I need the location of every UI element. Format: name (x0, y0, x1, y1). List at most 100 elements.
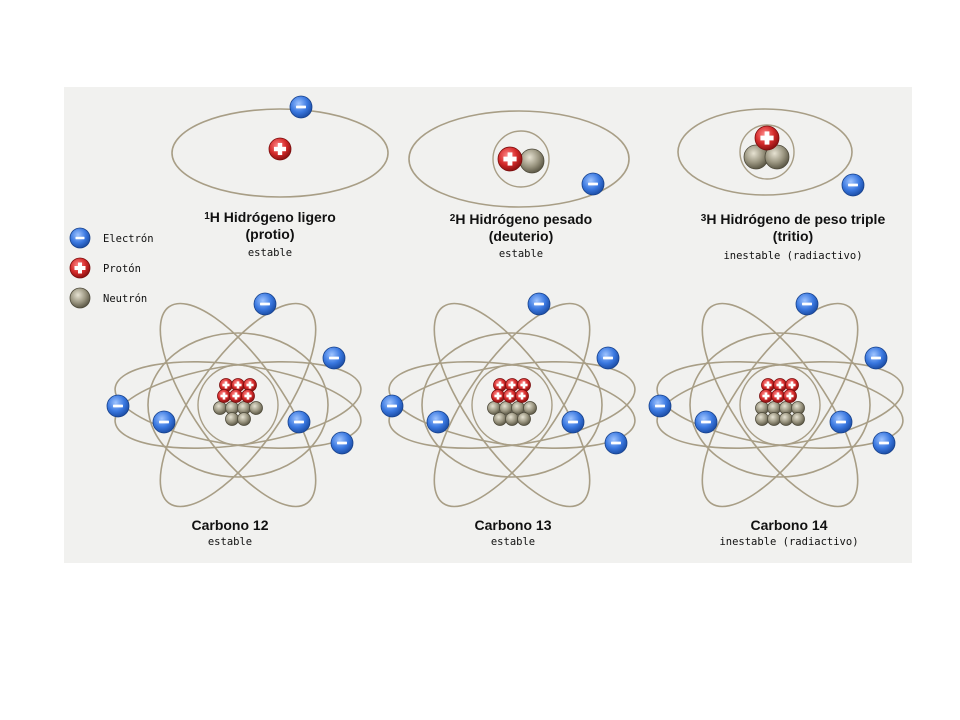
electron (561, 410, 585, 434)
nucleus-shell (739, 124, 795, 180)
atom-subtitle: (protio) (245, 226, 295, 242)
neutron (791, 412, 805, 426)
atom-name: H Hidrógeno de peso triple (706, 211, 886, 227)
nucleus-shell (739, 364, 821, 446)
nucleus-shell (471, 364, 553, 446)
neutron (493, 412, 507, 426)
isotope-diagram (69, 95, 904, 508)
proton (491, 389, 505, 403)
atom-title: 2H Hidrógeno pesado (421, 211, 621, 228)
atom-title: 3H Hidrógeno de peso triple (668, 211, 918, 228)
proton (773, 378, 787, 392)
atom-label-deuterio: 2H Hidrógeno pesado (deuterio) estable (421, 211, 621, 261)
electron (829, 410, 853, 434)
legend-electron-label: Electrón (103, 233, 154, 245)
electron (694, 410, 718, 434)
neutron (519, 148, 545, 174)
atom-subtitle: (tritio) (772, 228, 814, 244)
neutron (237, 412, 251, 426)
proton (754, 125, 780, 151)
atom-label-protio: 1H Hidrógeno ligero (protio) estable (170, 209, 370, 260)
stability-label: estable (490, 536, 536, 548)
electron (106, 394, 130, 418)
electron (330, 431, 354, 455)
atom-name: Carbono 13 (474, 517, 552, 533)
mass-number: 3 (700, 213, 707, 224)
legend-electron-icon (69, 227, 91, 249)
nucleus-shell (197, 364, 279, 446)
proton (515, 389, 529, 403)
atom-name: H Hidrógeno ligero (209, 209, 336, 225)
proton (497, 146, 523, 172)
orbit-ring (677, 108, 853, 196)
isotope-diagram-panel: Electrón Protón Neutrón 1H Hidrógeno lig… (64, 87, 912, 563)
electron (253, 292, 277, 316)
orbit-ring (159, 302, 317, 508)
neutron (767, 412, 781, 426)
proton (503, 389, 517, 403)
electron (287, 410, 311, 434)
neutron (505, 412, 519, 426)
electron (380, 394, 404, 418)
proton (759, 389, 773, 403)
electron (581, 172, 605, 196)
neutron (755, 412, 769, 426)
proton (783, 389, 797, 403)
atom-title: 1H Hidrógeno ligero (170, 209, 370, 226)
legend-neutron-icon (69, 287, 91, 309)
neutron (779, 412, 793, 426)
stability-label: estable (498, 248, 544, 260)
electron (289, 95, 313, 119)
orbit-ring (171, 108, 389, 198)
stability-label: estable (247, 247, 293, 259)
orbit-ring (433, 302, 591, 508)
atom-name: H Hidrógeno pesado (455, 211, 593, 227)
orbit-ring (147, 332, 329, 478)
orbit-ring (408, 110, 630, 208)
orbit-ring (701, 302, 859, 508)
electron (426, 410, 450, 434)
proton (241, 389, 255, 403)
proton (268, 137, 292, 161)
atom-subtitle: (deuterio) (488, 228, 554, 244)
electron (604, 431, 628, 455)
stability-label: inestable (radiactivo) (719, 536, 859, 548)
electron (527, 292, 551, 316)
electron (841, 173, 865, 197)
electron (872, 431, 896, 455)
orbit-ring (421, 332, 603, 478)
orbit-ring (159, 302, 317, 508)
atom-label-carbono-13: Carbono 13 estable (433, 517, 593, 549)
proton (493, 378, 507, 392)
legend-neutron-label: Neutrón (103, 293, 148, 305)
orbit-ring (701, 302, 859, 508)
mass-number: 2 (449, 213, 456, 224)
neutron (517, 412, 531, 426)
atom-label-tritio: 3H Hidrógeno de peso triple (tritio) ine… (668, 211, 918, 263)
atom-label-carbono-14: Carbono 14 inestable (radiactivo) (689, 517, 889, 549)
proton (229, 389, 243, 403)
neutron (225, 412, 239, 426)
stability-label: inestable (radiactivo) (723, 250, 863, 262)
orbit-ring (689, 332, 871, 478)
neutron (523, 401, 537, 415)
legend-proton-icon (69, 257, 91, 279)
neutron (213, 401, 227, 415)
proton (785, 378, 799, 392)
electron (322, 346, 346, 370)
legend-proton-label: Protón (103, 263, 141, 275)
proton (771, 389, 785, 403)
electron (795, 292, 819, 316)
electron (864, 346, 888, 370)
nucleus-shell (492, 130, 550, 188)
electron (648, 394, 672, 418)
mass-number: 1 (204, 211, 210, 222)
atom-name: Carbono 12 (191, 517, 269, 533)
electron (152, 410, 176, 434)
atom-label-carbono-12: Carbono 12 estable (150, 517, 310, 549)
atom-name: Carbono 14 (750, 517, 828, 533)
orbit-ring (433, 302, 591, 508)
neutron (249, 401, 263, 415)
proton (517, 378, 531, 392)
stability-label: estable (207, 536, 253, 548)
